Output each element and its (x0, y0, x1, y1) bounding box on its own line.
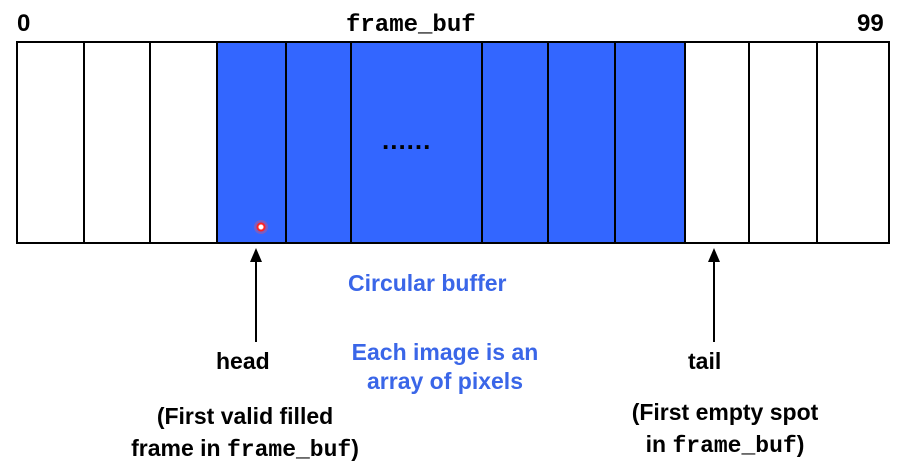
buffer-cell (149, 41, 218, 244)
head-desc-line1: (First valid filled (156, 403, 334, 429)
head-arrowhead-icon (250, 248, 262, 262)
head-desc-text: frame in (131, 435, 227, 461)
tail-arrow (713, 254, 715, 342)
ellipsis: ...... (382, 125, 432, 155)
end-index: 99 (857, 10, 884, 37)
tail-label: tail (688, 348, 722, 374)
tail-desc-code: frame_buf (672, 433, 797, 459)
tail-desc-text: in (645, 431, 673, 457)
buffer-cell (547, 41, 616, 244)
buffer-cell (816, 41, 890, 244)
buffer-cell (481, 41, 549, 244)
start-index: 0 (17, 10, 31, 37)
cursor-marker (254, 220, 268, 234)
buffer-cell (83, 41, 151, 244)
tail-desc-close: ) (796, 431, 805, 457)
tail-desc-line2: in frame_buf) (580, 428, 870, 462)
head-label: head (216, 348, 270, 374)
tail-description: (First empty spot in frame_buf) (580, 396, 870, 462)
head-desc-code: frame_buf (226, 437, 352, 463)
head-arrow (255, 254, 257, 342)
pixels-note: Each image is an array of pixels (300, 338, 590, 396)
buffer-cell (748, 41, 818, 244)
buffer-cell (614, 41, 686, 244)
head-description: (First valid filled frame in frame_buf) (90, 400, 400, 466)
tail-desc-line1: (First empty spot (631, 399, 819, 425)
head-desc-line2: frame in frame_buf) (90, 432, 400, 466)
buffer-cell (16, 41, 85, 244)
caption: Circular buffer (348, 270, 507, 296)
buffer-cell (350, 41, 483, 244)
pixels-note-line1: Each image is an (351, 339, 539, 365)
pixels-note-line2: array of pixels (367, 368, 523, 394)
tail-arrowhead-icon (708, 248, 720, 262)
buffer-cell (285, 41, 352, 244)
buffer-title: frame_buf (346, 12, 476, 39)
buffer-cell (684, 41, 750, 244)
buffer-cell (216, 41, 287, 244)
head-desc-close: ) (351, 435, 359, 461)
